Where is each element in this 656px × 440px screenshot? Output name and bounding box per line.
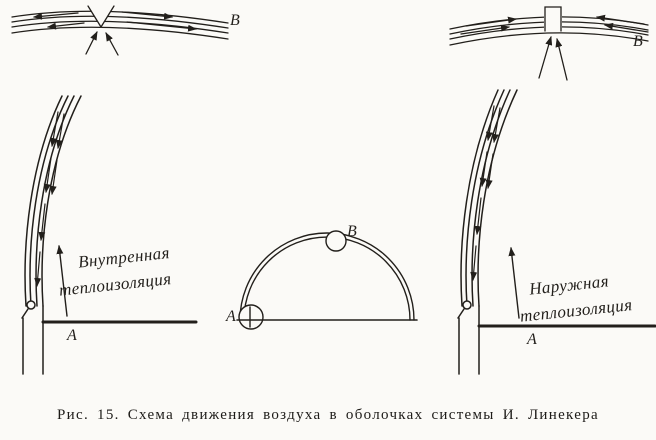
- right-wall-drawing: [457, 89, 656, 375]
- label-point-a-right-wall: А: [527, 331, 537, 348]
- label-point-b-top-left: В: [230, 12, 240, 29]
- apex-vent-open-drawing: [11, 5, 229, 40]
- label-point-b-dome: В: [347, 223, 357, 240]
- label-point-a-dome: А: [226, 308, 236, 325]
- airflow-arrows-left-wall: [34, 111, 68, 317]
- airflow-arrows-right-apex: [460, 14, 649, 81]
- label-point-b-top-right: В: [633, 33, 643, 50]
- label-point-a-left-wall: А: [67, 327, 77, 344]
- left-wall-drawing: [21, 95, 198, 375]
- dome-section-drawing: [236, 230, 418, 330]
- airflow-arrows-right-wall: [470, 105, 520, 319]
- apex-vent-closed-drawing: [449, 6, 649, 46]
- figure-caption: Рис. 15. Схема движения воздуха в оболоч…: [57, 407, 599, 423]
- airflow-arrows-left-apex: [33, 11, 197, 56]
